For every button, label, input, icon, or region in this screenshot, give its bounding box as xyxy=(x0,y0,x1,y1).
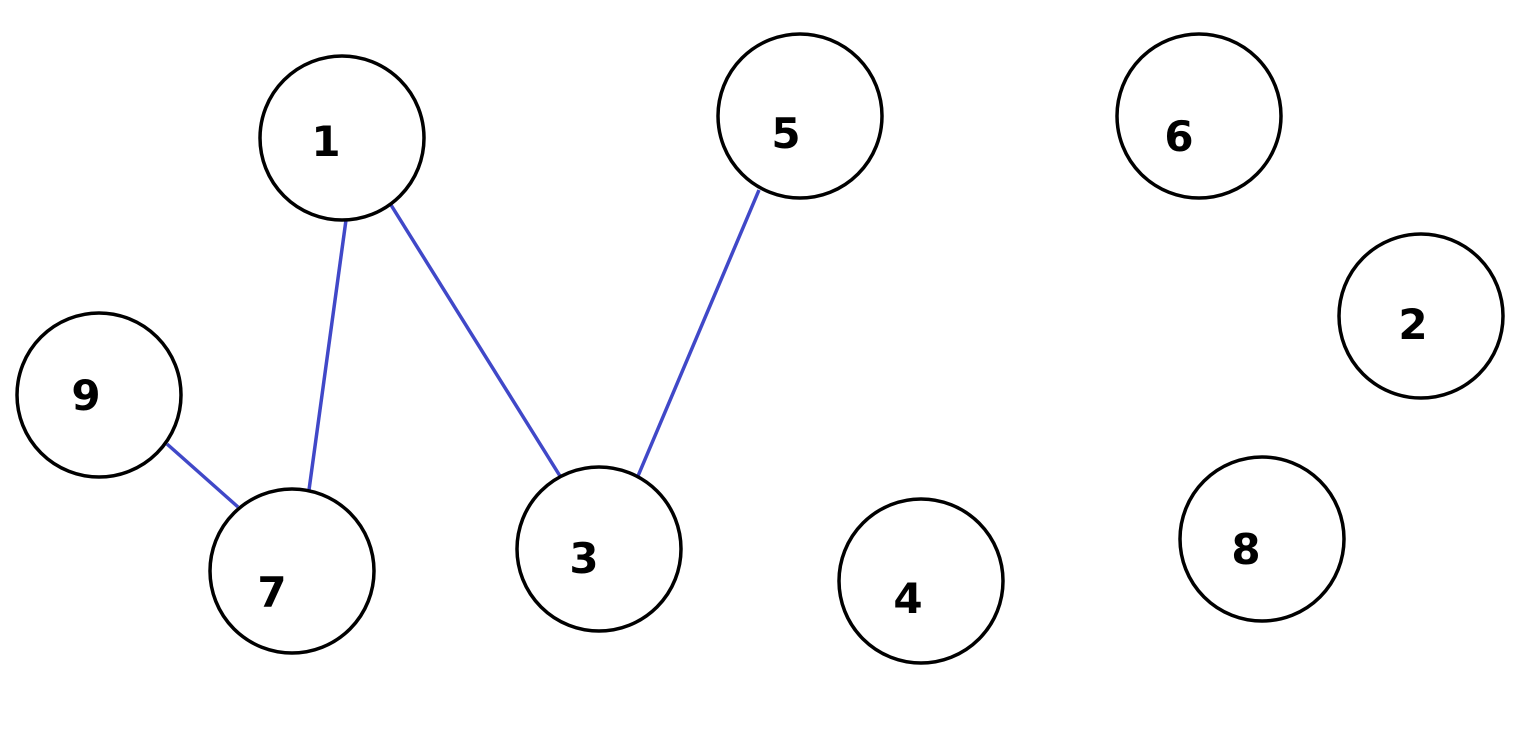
node-4-circle xyxy=(837,497,1005,665)
node-3: 3 xyxy=(515,465,683,633)
node-4: 4 xyxy=(837,497,1005,665)
node-5: 5 xyxy=(716,32,884,200)
edge-1-7 xyxy=(307,219,348,491)
edge-5-3 xyxy=(636,189,761,477)
edge-9-7 xyxy=(165,442,240,509)
node-1-label: 1 xyxy=(311,117,340,166)
node-5-label: 5 xyxy=(771,109,800,158)
node-7: 7 xyxy=(208,487,376,655)
node-8: 8 xyxy=(1178,455,1346,623)
edge-1-3 xyxy=(389,204,562,477)
node-2: 2 xyxy=(1337,232,1505,400)
node-8-circle xyxy=(1178,455,1346,623)
node-5-circle xyxy=(716,32,884,200)
node-2-label: 2 xyxy=(1398,300,1427,349)
node-9-label: 9 xyxy=(71,371,100,420)
node-8-label: 8 xyxy=(1231,525,1260,574)
node-1: 1 xyxy=(258,54,426,222)
node-6-label: 6 xyxy=(1164,112,1193,161)
edges xyxy=(165,189,761,509)
node-3-label: 3 xyxy=(569,534,598,583)
node-3-circle xyxy=(515,465,683,633)
node-9: 9 xyxy=(15,311,183,479)
node-7-label: 7 xyxy=(257,568,286,617)
node-9-circle xyxy=(15,311,183,479)
node-6: 6 xyxy=(1115,32,1283,200)
node-6-circle xyxy=(1115,32,1283,200)
node-1-circle xyxy=(258,54,426,222)
nodes: 1 5 6 2 9 7 3 4 xyxy=(15,32,1505,665)
node-4-label: 4 xyxy=(893,574,922,623)
node-7-circle xyxy=(208,487,376,655)
node-2-circle xyxy=(1337,232,1505,400)
